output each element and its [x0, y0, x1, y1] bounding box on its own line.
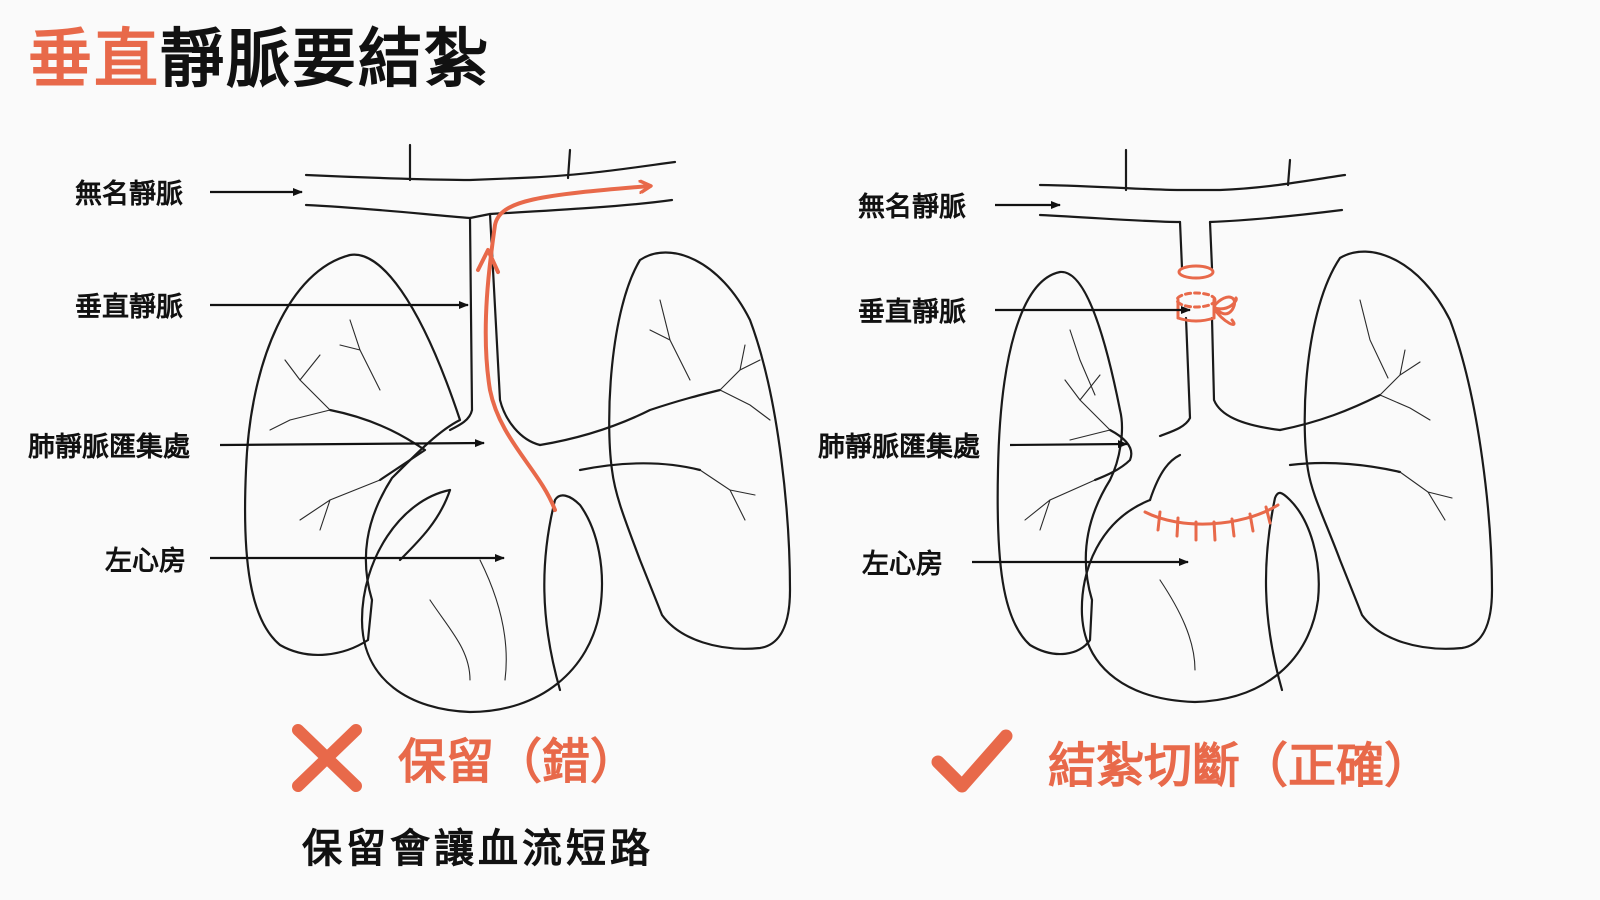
left-label-left-atrium: 左心房 [105, 546, 186, 577]
right-panel-cut-stump [1177, 264, 1215, 280]
left-panel-confluence [328, 408, 427, 482]
left-panel-right-lung [243, 253, 462, 657]
left-label-innominate-vein: 無名靜脈 [75, 178, 183, 210]
left-arrow-confluence [219, 439, 485, 448]
right-panel-illustration [996, 148, 1494, 704]
title-accent: 垂直 [28, 23, 160, 97]
page-title: 垂直靜脈要結紮 [28, 22, 490, 99]
left-panel-illustration [243, 143, 792, 714]
right-panel-suture-stitches [1156, 505, 1272, 542]
right-label-vertical-vein: 垂直靜脈 [858, 297, 966, 328]
left-label-pulmonary-confluence: 肺靜脈匯集處 [28, 431, 190, 463]
right-label-pulmonary-confluence: 肺靜脈匯集處 [818, 431, 980, 463]
left-panel-innominate-vein [304, 160, 677, 182]
right-panel-left-lung [1303, 250, 1494, 650]
left-caption: 保留會讓血流短路 [302, 826, 654, 872]
right-arrow-confluence [1009, 440, 1128, 449]
right-panel-arrows [972, 201, 1191, 566]
left-verdict: 保留（錯） [398, 734, 638, 790]
right-panel-confluence [1093, 393, 1402, 482]
left-panel-arrows [210, 188, 505, 562]
right-panel-right-lung [996, 270, 1124, 656]
left-panel-shunt-flow [483, 186, 650, 512]
right-verdict: 結紮切斷（正確） [1048, 738, 1432, 794]
title-rest: 靜脈要結紮 [160, 23, 490, 97]
cross-icon [292, 724, 362, 792]
left-panel-left-lung [608, 251, 792, 650]
right-label-left-atrium: 左心房 [862, 549, 943, 580]
right-label-innominate-vein: 無名靜脈 [858, 191, 966, 223]
right-panel-left-atrium [1080, 491, 1320, 704]
left-panel-vertical-vein [448, 216, 474, 432]
right-panel-innominate-vein [1038, 173, 1347, 192]
left-panel-left-atrium [360, 488, 604, 714]
check-icon [931, 729, 1013, 793]
right-panel-vertical-vein-bottom [1158, 316, 1282, 438]
left-label-vertical-vein: 垂直靜脈 [75, 292, 183, 323]
right-panel-suture-line [1143, 503, 1280, 526]
right-panel-vertical-vein-top [1178, 220, 1214, 270]
